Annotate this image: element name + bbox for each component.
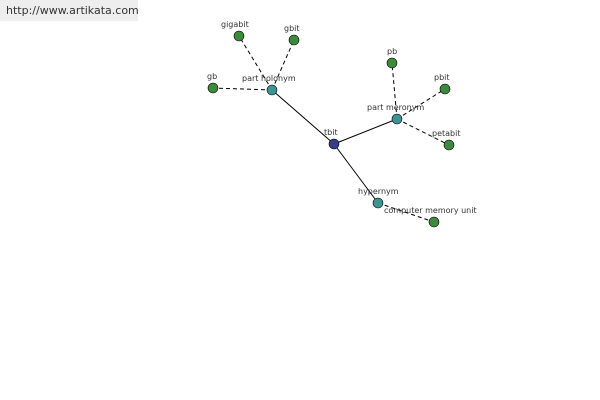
edge-part-holonym-to-gb xyxy=(212,87,273,91)
edges-layer xyxy=(212,35,450,223)
node-gigabit[interactable] xyxy=(233,30,245,42)
node-gb[interactable] xyxy=(207,82,219,94)
node-label-pb[interactable]: pb xyxy=(387,47,397,56)
node-computer-memory-unit[interactable] xyxy=(428,216,440,228)
edge-part-meronym-to-pb xyxy=(391,62,398,120)
edge-tbit-to-part-holonym xyxy=(271,89,335,145)
node-label-petabit[interactable]: petabit xyxy=(432,129,460,138)
node-pbit[interactable] xyxy=(439,83,451,95)
edge-tbit-to-hypernym xyxy=(333,143,379,204)
node-label-tbit[interactable]: tbit xyxy=(324,128,338,137)
node-label-gbit[interactable]: gbit xyxy=(284,24,300,33)
labels-layer: tbit part holonym part meronym hypernym giga… xyxy=(207,20,477,215)
node-label-computer-memory-unit[interactable]: computer memory unit xyxy=(384,206,477,215)
edge-part-holonym-to-gbit xyxy=(271,39,295,91)
node-label-hypernym[interactable]: hypernym xyxy=(358,187,399,196)
node-tbit[interactable] xyxy=(328,138,340,150)
node-part-meronym[interactable] xyxy=(391,113,403,125)
nodes-layer xyxy=(207,30,455,228)
watermark-url[interactable]: http://www.artikata.com xyxy=(0,0,139,21)
edge-part-holonym-to-gigabit xyxy=(238,35,273,91)
edge-tbit-to-part-meronym xyxy=(333,118,398,145)
node-part-holonym[interactable] xyxy=(266,84,278,96)
node-pb[interactable] xyxy=(386,57,398,69)
node-label-part-meronym[interactable]: part meronym xyxy=(367,103,424,112)
node-petabit[interactable] xyxy=(443,139,455,151)
edge-part-meronym-to-pbit xyxy=(396,88,446,120)
edge-part-meronym-to-petabit xyxy=(396,118,450,146)
node-label-gb[interactable]: gb xyxy=(207,72,217,81)
node-label-gigabit[interactable]: gigabit xyxy=(221,20,249,29)
node-label-part-holonym[interactable]: part holonym xyxy=(242,74,296,83)
edge-hypernym-to-computer-memory-unit xyxy=(377,202,435,223)
node-gbit[interactable] xyxy=(288,34,300,46)
node-label-pbit[interactable]: pbit xyxy=(434,73,450,82)
node-hypernym[interactable] xyxy=(372,197,384,209)
